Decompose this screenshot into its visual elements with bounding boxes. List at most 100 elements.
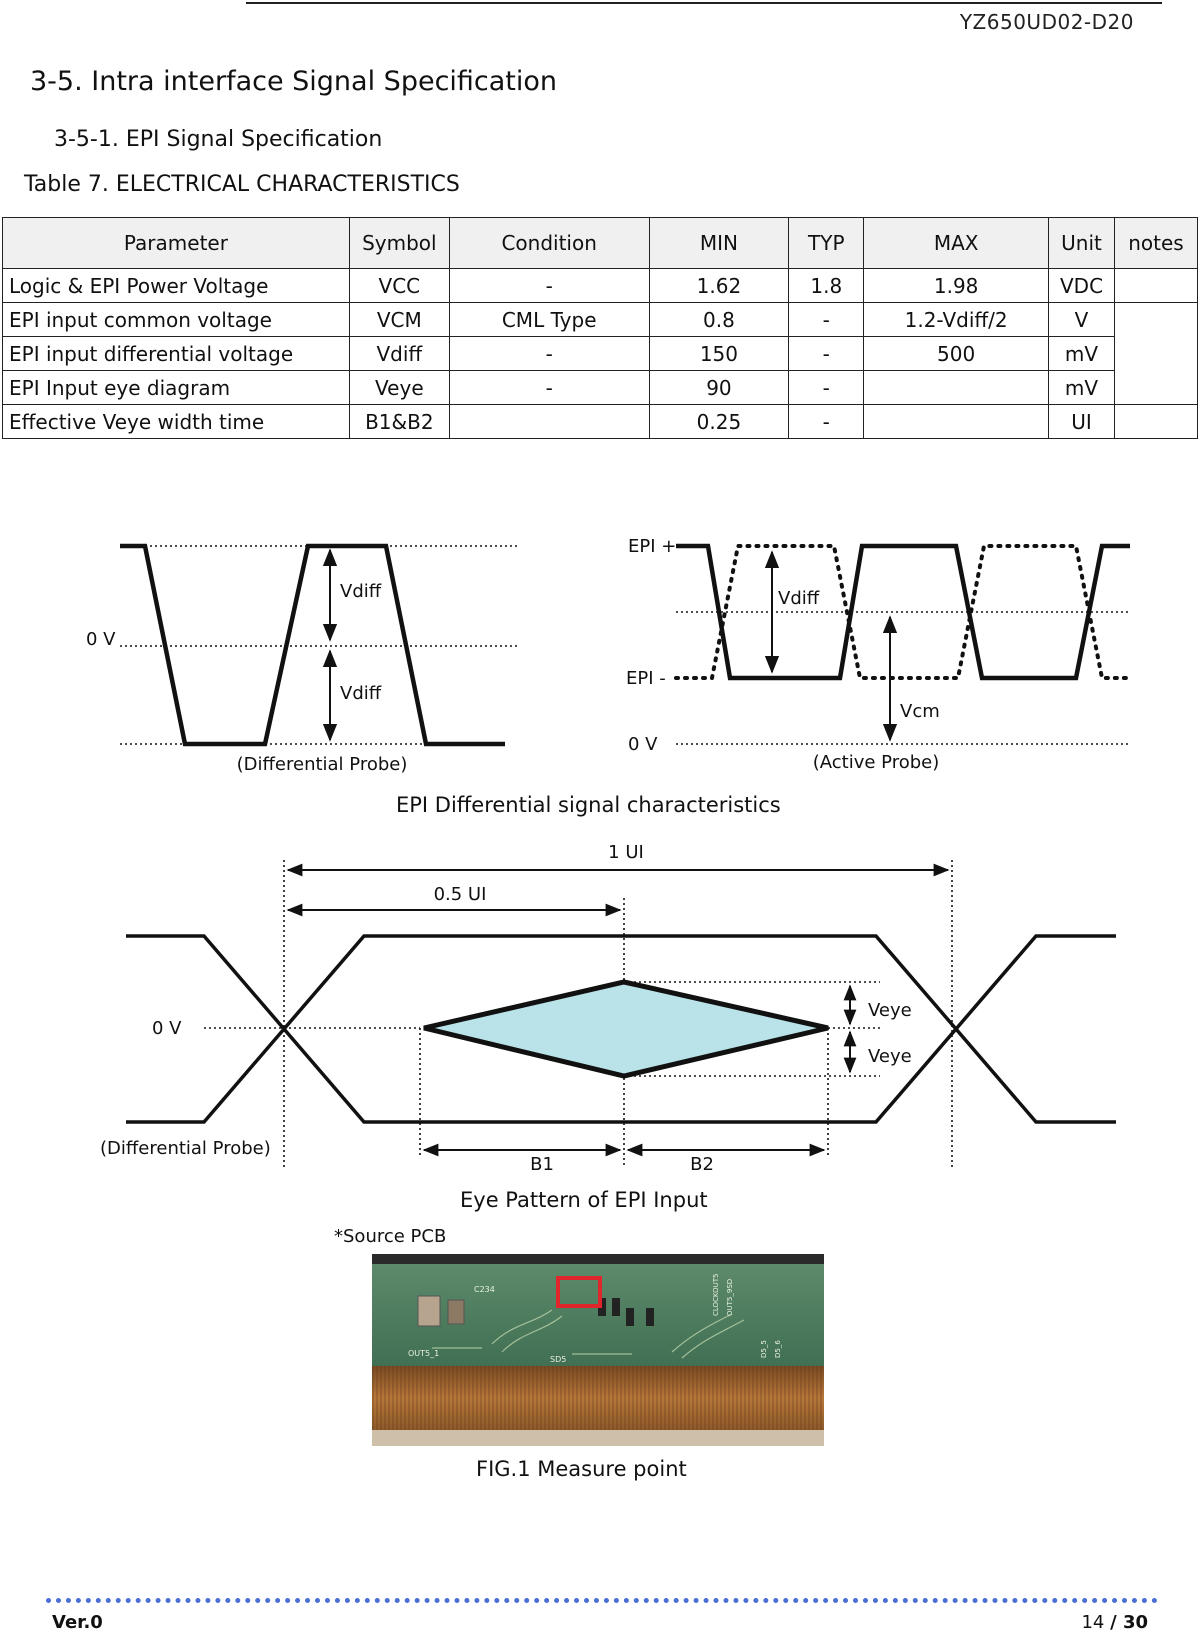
pcb-illustration: C234 OUT5_1 SD5 CLOCKOUT5 OUT5_9SD D5_5 … <box>372 1254 824 1446</box>
cell-min: 0.8 <box>648 302 790 337</box>
cell-max: 500 <box>863 336 1050 371</box>
cell-condition <box>448 404 650 439</box>
table-row: EPI input differential voltage Vdiff - 1… <box>2 336 1198 371</box>
diagram-caption: EPI Differential signal characteristics <box>396 793 781 817</box>
table-caption: Table 7. ELECTRICAL CHARACTERISTICS <box>24 172 460 197</box>
cell-condition: - <box>448 268 650 303</box>
cell-condition: CML Type <box>448 302 650 337</box>
cell-notes <box>1114 268 1198 303</box>
epi-plus-label: EPI + <box>628 536 676 557</box>
epi-differential-diagrams: 0 V Vdiff Vdiff (Differential Probe) EPI… <box>86 536 1132 775</box>
cell-unit: VDC <box>1048 268 1115 303</box>
electrical-characteristics-table: Parameter Symbol Condition MIN TYP MAX U… <box>2 217 1198 439</box>
capacitor-component <box>447 1299 465 1325</box>
cell-max <box>863 370 1050 405</box>
resistor-component <box>612 1298 620 1316</box>
eye-caption: Eye Pattern of EPI Input <box>460 1188 708 1212</box>
cell-min: 90 <box>648 370 790 405</box>
cell-unit: UI <box>1048 404 1115 439</box>
cell-parameter: EPI input differential voltage <box>2 336 350 371</box>
cell-symbol: Veye <box>348 370 450 405</box>
active-probe-label: (Active Probe) <box>813 752 940 773</box>
figure-caption: FIG.1 Measure point <box>476 1457 687 1481</box>
cell-typ: 1.8 <box>788 268 865 303</box>
footer-dotted-rule <box>46 1598 1158 1603</box>
pcb-silkscreen-text: SD5 <box>550 1355 566 1364</box>
table-row: EPI Input eye diagram Veye - 90 - mV <box>2 370 1198 405</box>
cell-min: 0.25 <box>648 404 790 439</box>
version-label: Ver.0 <box>52 1612 103 1633</box>
cell-max: 1.2-Vdiff/2 <box>863 302 1050 337</box>
table-header-row: Parameter Symbol Condition MIN TYP MAX U… <box>2 217 1198 269</box>
col-header-typ: TYP <box>788 217 865 269</box>
epi-minus-label: EPI - <box>626 668 666 689</box>
cell-parameter: EPI input common voltage <box>2 302 350 337</box>
cell-symbol: Vdiff <box>348 336 450 371</box>
pcb-silkscreen-text: CLOCKOUT5 <box>712 1273 720 1316</box>
b2-label: B2 <box>690 1154 714 1175</box>
source-pcb-label: *Source PCB <box>334 1226 447 1247</box>
differential-waveform <box>120 543 505 747</box>
cell-symbol: B1&B2 <box>348 404 450 439</box>
cell-min: 150 <box>648 336 790 371</box>
pcb-silkscreen-text: OUT5_1 <box>408 1349 439 1358</box>
cell-symbol: VCC <box>348 268 450 303</box>
col-header-unit: Unit <box>1048 217 1115 269</box>
cell-parameter: Effective Veye width time <box>2 404 350 439</box>
table-row: Effective Veye width time B1&B2 0.25 - U… <box>2 404 1198 439</box>
veye-label-upper: Veye <box>868 1000 912 1021</box>
b1-label: B1 <box>530 1154 554 1175</box>
col-header-notes: notes <box>1114 217 1198 269</box>
vdiff-label: Vdiff <box>778 588 820 609</box>
page-number: 14 / 30 <box>1081 1612 1148 1633</box>
zero-volt-label: 0 V <box>628 734 658 755</box>
one-ui-label: 1 UI <box>608 842 644 863</box>
epi-minus-waveform <box>674 544 1132 680</box>
cell-condition: - <box>448 336 650 371</box>
cell-unit: mV <box>1048 370 1115 405</box>
cell-condition: - <box>448 370 650 405</box>
section-title: 3-5. Intra interface Signal Specificatio… <box>30 66 558 97</box>
cell-unit: mV <box>1048 336 1115 371</box>
resistor-component <box>646 1308 654 1326</box>
table-row: Logic & EPI Power Voltage VCC - 1.62 1.8… <box>2 268 1198 303</box>
measure-point-marker <box>556 1276 602 1308</box>
active-probe-diagram: EPI + EPI - 0 V Vdiff Vcm (Active Probe) <box>626 536 1132 773</box>
cell-unit: V <box>1048 302 1115 337</box>
eye-opening <box>423 979 829 1079</box>
cell-typ: - <box>788 302 865 337</box>
vcm-label: Vcm <box>900 701 940 722</box>
current-page: 14 <box>1081 1612 1105 1633</box>
eye-lower-cross-trace <box>126 934 1116 1124</box>
cell-notes <box>1114 404 1198 439</box>
zero-volt-label: 0 V <box>152 1018 182 1039</box>
cell-min: 1.62 <box>648 268 790 303</box>
capacitor-component <box>417 1295 441 1327</box>
col-header-min: MIN <box>648 217 790 269</box>
vdiff-label-lower: Vdiff <box>340 683 382 704</box>
cell-typ: - <box>788 336 865 371</box>
header-rule <box>246 2 1162 4</box>
vdiff-label-upper: Vdiff <box>340 581 382 602</box>
zero-volt-label: 0 V <box>86 629 116 650</box>
cell-typ: - <box>788 404 865 439</box>
col-header-max: MAX <box>863 217 1050 269</box>
eye-upper-cross-trace <box>126 934 1116 1124</box>
pcb-silkscreen-text: C234 <box>474 1285 495 1294</box>
cell-max <box>863 404 1050 439</box>
document-id: YZ650UD02-D20 <box>959 10 1134 34</box>
total-pages: / 30 <box>1110 1612 1148 1633</box>
half-ui-label: 0.5 UI <box>434 884 487 905</box>
cell-parameter: EPI Input eye diagram <box>2 370 350 405</box>
veye-label-lower: Veye <box>868 1046 912 1067</box>
differential-probe-diagram: 0 V Vdiff Vdiff (Differential Probe) <box>86 543 520 775</box>
cell-max: 1.98 <box>863 268 1050 303</box>
table-row: EPI input common voltage VCM CML Type 0.… <box>2 302 1198 405</box>
cell-notes <box>1114 302 1198 405</box>
differential-probe-label: (Differential Probe) <box>100 1138 271 1159</box>
col-header-condition: Condition <box>448 217 650 269</box>
resistor-component <box>626 1308 634 1326</box>
col-header-symbol: Symbol <box>348 217 450 269</box>
eye-pattern-diagram: 1 UI 0.5 UI 0 V Veye Veye (Differential … <box>100 842 1116 1175</box>
pcb-silkscreen-text: D5_5 <box>760 1340 768 1358</box>
